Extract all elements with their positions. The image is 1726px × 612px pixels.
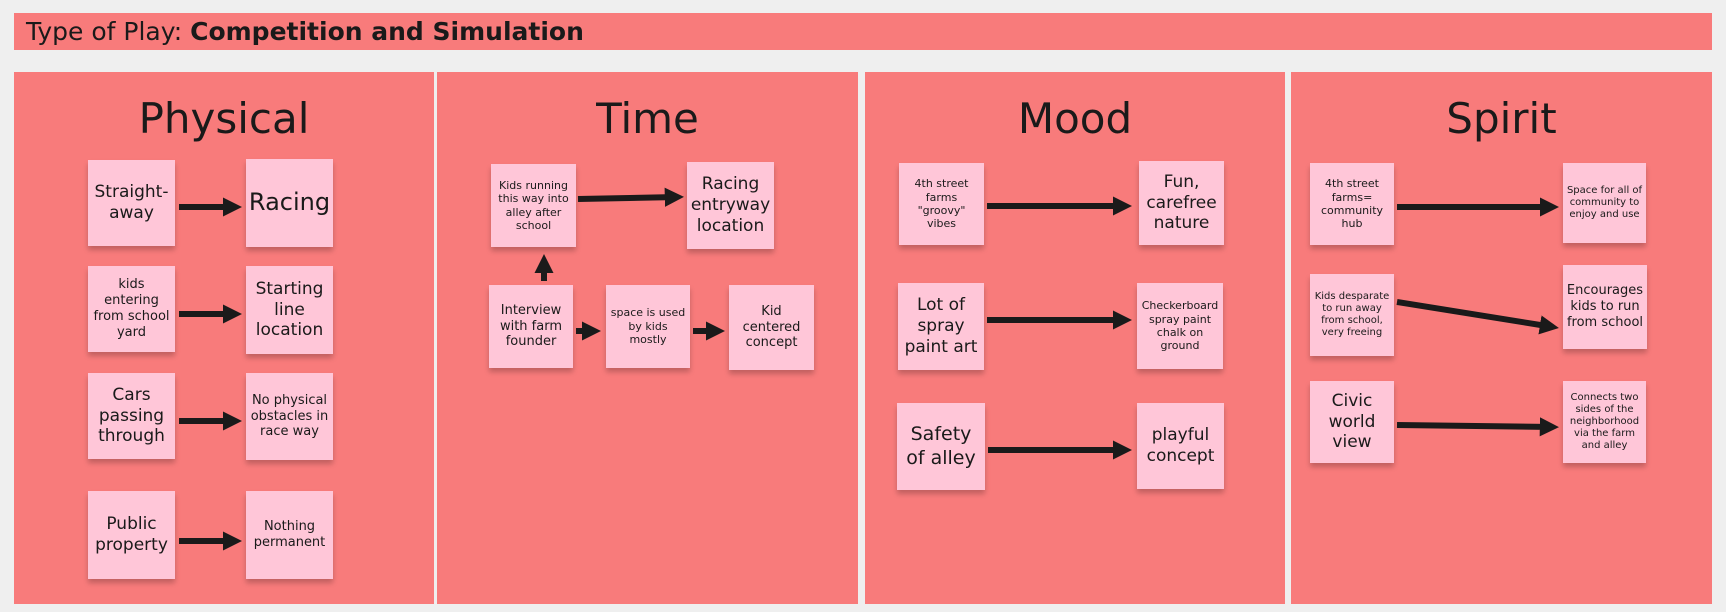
sticky-note[interactable]: Safety of alley bbox=[897, 403, 985, 490]
sticky-note[interactable]: Connects two sides of the neighborhood v… bbox=[1563, 381, 1646, 463]
board-title: Spirit bbox=[1446, 94, 1557, 143]
sticky-note[interactable]: Kids running this way into alley after s… bbox=[491, 164, 576, 247]
sticky-note[interactable]: space is used by kids mostly bbox=[606, 285, 690, 368]
header-title: Competition and Simulation bbox=[190, 17, 584, 46]
sticky-note[interactable]: Fun, carefree nature bbox=[1139, 161, 1224, 245]
sticky-note[interactable]: Encourages kids to run from school bbox=[1563, 265, 1647, 349]
sticky-note[interactable]: Nothing permanent bbox=[246, 491, 333, 579]
sticky-note[interactable]: Public property bbox=[88, 491, 175, 579]
sticky-note[interactable]: Starting line location bbox=[246, 266, 333, 354]
sticky-note[interactable]: Racing bbox=[246, 159, 333, 247]
board-physical: Physical bbox=[14, 72, 434, 604]
sticky-note[interactable]: No physical obstacles in race way bbox=[246, 373, 333, 460]
sticky-note[interactable]: playful concept bbox=[1137, 403, 1224, 489]
sticky-note[interactable]: kids entering from school yard bbox=[88, 266, 175, 352]
board-title: Mood bbox=[1017, 94, 1133, 143]
sticky-note[interactable]: Interview with farm founder bbox=[489, 285, 573, 368]
sticky-note[interactable]: Cars passing through bbox=[88, 373, 175, 459]
sticky-note[interactable]: Lot of spray paint art bbox=[898, 283, 984, 370]
sticky-note[interactable]: Civic world view bbox=[1310, 381, 1394, 463]
header-prefix: Type of Play: bbox=[26, 17, 191, 46]
sticky-note[interactable]: Kid centered concept bbox=[729, 285, 814, 370]
board-title: Time bbox=[596, 94, 699, 143]
sticky-note[interactable]: Checkerboard spray paint chalk on ground bbox=[1137, 283, 1223, 369]
sticky-note[interactable]: Kids desparate to run away from school, … bbox=[1310, 274, 1394, 356]
sticky-note[interactable]: 4th street farms "groovy" vibes bbox=[899, 163, 984, 245]
board-title: Physical bbox=[138, 94, 310, 143]
sticky-note[interactable]: Straight-away bbox=[88, 160, 175, 246]
sticky-note[interactable]: Racing entryway location bbox=[687, 162, 774, 249]
page-header: Type of Play: Competition and Simulation bbox=[14, 13, 1712, 50]
sticky-note[interactable]: Space for all of community to enjoy and … bbox=[1563, 163, 1646, 243]
sticky-note[interactable]: 4th street farms= community hub bbox=[1310, 163, 1394, 245]
